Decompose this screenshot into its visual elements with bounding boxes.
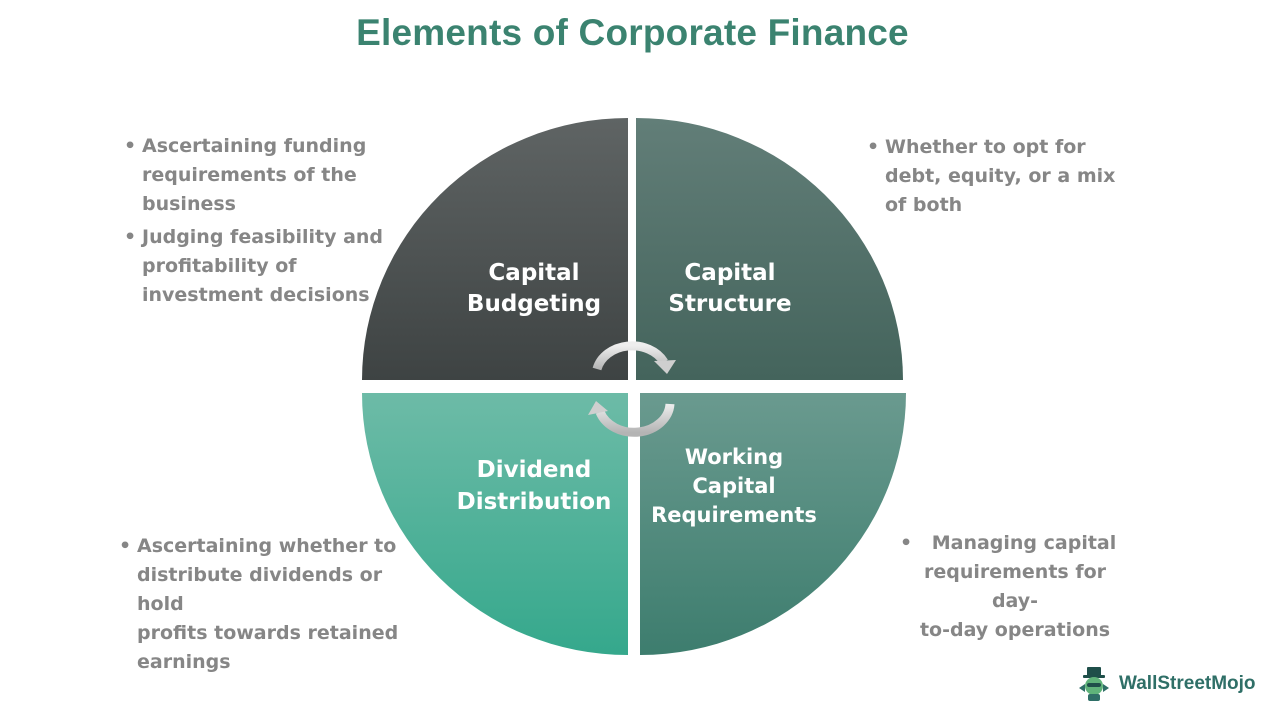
note-item: Ascertaining funding requirements of the… [124,132,384,219]
notes-dividend-distribution: Ascertaining whether to distribute divid… [119,532,429,677]
note-item: Ascertaining whether to distribute divid… [119,532,429,677]
label-line: Structure [668,291,792,317]
note-line: Whether to opt for [885,136,1086,158]
label-capital-structure: Capital Structure [640,258,820,320]
note-item: Managing capital requirements for day- t… [900,529,1130,645]
label-dividend-distribution: Dividend Distribution [444,454,624,518]
label-line: Budgeting [466,291,602,317]
note-line: Ascertaining funding [142,135,367,157]
note-item: Judging feasibility and profitability of… [124,223,384,310]
label-line: Capital [684,260,776,286]
label-line: Capital [692,474,776,498]
page-title: Elements of Corporate Finance [356,12,909,53]
notes-capital-structure: Whether to opt for debt, equity, or a mi… [867,133,1127,220]
wallstreetmojo-logo: WallStreetMojo [1075,666,1256,702]
cycle-arrows-icon [588,341,676,437]
notes-capital-budgeting: Ascertaining funding requirements of the… [124,132,384,310]
notes-working-capital: Managing capital requirements for day- t… [900,529,1130,645]
logo-text: WallStreetMojo [1119,673,1256,694]
note-line: Managing capital [931,532,1117,554]
label-line: Working [684,445,784,469]
label-line: Requirements [651,503,817,527]
mojo-mascot-icon [1079,667,1109,701]
note-line: earnings [137,651,231,673]
quadrant-top-right [636,118,903,380]
label-line: Capital [488,260,580,286]
quadrant-top-left [362,118,628,380]
note-line: debt, equity, or a mix [885,165,1116,187]
note-item: Whether to opt for debt, equity, or a mi… [867,133,1127,220]
note-line: business [142,193,236,215]
note-line: distribute dividends or hold [137,564,383,615]
note-line: requirements of the [142,164,357,186]
note-line: profitability of [142,255,297,277]
quadrant-bottom-left [362,393,628,655]
note-line: investment decisions [142,284,370,306]
note-line: requirements for day- [923,561,1107,612]
note-line: profits towards retained [137,622,399,644]
label-line: Dividend [476,457,592,483]
note-line: Ascertaining whether to [137,535,397,557]
note-line: of both [885,194,963,216]
note-line: to-day operations [919,619,1111,641]
label-working-capital-requirements: Working Capital Requirements [644,443,824,530]
quadrant-bottom-right [640,393,906,655]
label-capital-budgeting: Capital Budgeting [444,258,624,320]
note-line: Judging feasibility and [142,226,384,248]
label-line: Distribution [456,489,612,515]
